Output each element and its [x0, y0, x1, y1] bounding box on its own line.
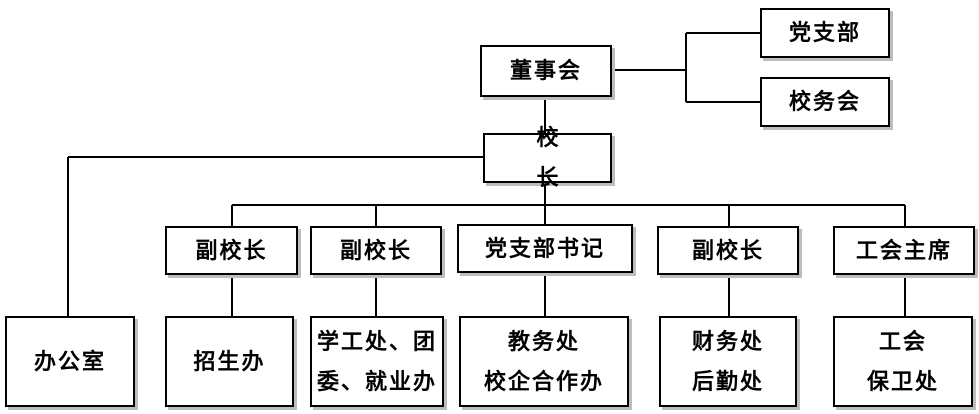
office-label: 办公室	[33, 348, 106, 375]
finance-line-2: 后勤处	[691, 368, 764, 395]
party-branch-node: 党支部	[760, 8, 890, 58]
academic-affairs-line-2: 校企合作办	[483, 368, 604, 395]
party-secretary-label: 党支部书记	[484, 235, 605, 262]
vice-principal-3-node: 副校长	[657, 226, 799, 275]
board-label: 董事会	[509, 58, 582, 84]
admissions-label: 招生办	[193, 348, 266, 375]
principal-node: 校 长	[483, 125, 612, 191]
vice-principal-2-node: 副校长	[310, 226, 442, 275]
finance-node: 财务处 后勤处	[659, 316, 797, 407]
vice-principal-1-node: 副校长	[165, 226, 298, 275]
finance-line-1: 财务处	[691, 328, 764, 355]
student-affairs-line-1: 学工处、团	[316, 328, 437, 355]
academic-affairs-node: 教务处 校企合作办	[459, 316, 629, 407]
school-affairs-label: 校务会	[788, 89, 861, 115]
vice-principal-1-label: 副校长	[195, 237, 268, 264]
student-affairs-node: 学工处、团 委、就业办	[310, 316, 444, 407]
board-node: 董事会	[480, 45, 612, 97]
union-chair-node: 工会主席	[833, 226, 975, 275]
student-affairs-line-2: 委、就业办	[316, 368, 437, 395]
union-node: 工会 保卫处	[833, 316, 973, 407]
academic-affairs-line-1: 教务处	[507, 328, 580, 355]
vice-principal-2-label: 副校长	[339, 237, 412, 264]
party-branch-label: 党支部	[788, 20, 861, 46]
union-line-1: 工会	[878, 328, 927, 355]
union-line-2: 保卫处	[866, 368, 939, 395]
vice-principal-3-label: 副校长	[691, 237, 764, 264]
admissions-node: 招生办	[165, 316, 294, 407]
school-affairs-node: 校务会	[760, 77, 890, 127]
union-chair-label: 工会主席	[855, 237, 952, 264]
principal-label: 校 长	[536, 125, 585, 191]
office-node: 办公室	[5, 316, 135, 407]
party-secretary-node: 党支部书记	[457, 224, 633, 273]
